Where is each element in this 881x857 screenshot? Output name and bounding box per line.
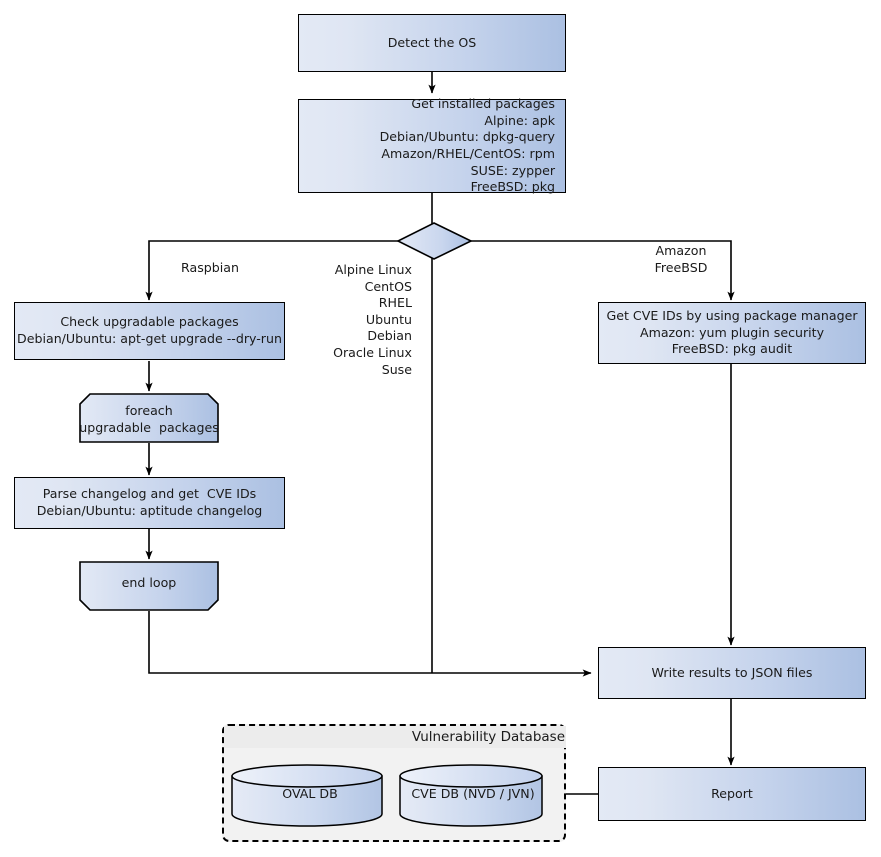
node-check-upgradable[interactable]: Check upgradable packages Debian/Ubuntu:… [14, 302, 285, 360]
edge-label-middle-os-list: Alpine Linux CentOS RHEL Ubuntu Debian O… [333, 262, 412, 377]
cve-db-label: CVE DB (NVD / JVN) [411, 786, 535, 801]
cve-db-cylinder[interactable] [398, 764, 548, 830]
node-foreach-loop[interactable]: foreach upgradable packages [79, 393, 219, 443]
line-5: FreeBSD: pkg [470, 179, 555, 195]
end-loop-label: end loop [79, 575, 219, 598]
line-1: Debian/Ubuntu: apt-get upgrade --dry-run [17, 331, 282, 346]
decision-diamond[interactable] [396, 222, 474, 262]
oval-db-cylinder[interactable] [230, 764, 390, 830]
line-1: Debian/Ubuntu: aptitude changelog [36, 503, 263, 518]
line-4: SUSE: zypper [470, 162, 555, 178]
line-1: upgradable packages [79, 420, 219, 435]
line-0: Report [711, 785, 753, 801]
line-3: Amazon/RHEL/CentOS: rpm [381, 146, 555, 161]
line-2: Debian/Ubuntu: dpkg-query [379, 129, 555, 145]
line-0: Check upgradable packages [60, 314, 239, 330]
line-1: Alpine: apk [484, 112, 555, 128]
node-detect-os[interactable]: Detect the OS [298, 14, 566, 72]
oval-db-label: OVAL DB [282, 786, 338, 801]
edge-decision-amazon-freebsd [470, 240, 735, 301]
node-get-installed-packages[interactable]: Get installed packages Alpine: apk Debia… [298, 96, 566, 195]
vulnerability-database-title: Vulnerability Database [224, 726, 566, 748]
line-0: Parse changelog and get CVE IDs [42, 486, 257, 502]
line-0: end loop [121, 574, 177, 590]
node-parse-changelog[interactable]: Parse changelog and get CVE IDs Debian/U… [14, 477, 285, 529]
node-end-loop[interactable]: end loop [79, 561, 219, 611]
line-0: foreach [125, 403, 173, 419]
loop-end-shape [79, 561, 219, 611]
node-get-cve-ids-pkgmgr[interactable]: Get CVE IDs by using package manager Ama… [598, 302, 866, 364]
node-report[interactable]: Report [598, 767, 866, 821]
line-0: Get CVE IDs by using package manager [606, 308, 858, 324]
edge-label-amazon-freebsd: Amazon FreeBSD [654, 243, 708, 275]
loop-start-shape [79, 393, 219, 443]
line-0: Write results to JSON files [651, 664, 813, 680]
line-2: FreeBSD: pkg audit [671, 341, 793, 357]
line-0: Get installed packages [411, 96, 555, 112]
edge-endloop-to-write [148, 611, 592, 677]
edge-label-raspbian: Raspbian [181, 260, 239, 275]
edge-decision-raspbian [145, 240, 398, 301]
node-write-results[interactable]: Write results to JSON files [598, 647, 866, 699]
line-1: Amazon: yum plugin security [639, 324, 825, 340]
foreach-label: foreach upgradable packages [79, 399, 219, 436]
node-detect-os-line-0: Detect the OS [387, 34, 477, 50]
